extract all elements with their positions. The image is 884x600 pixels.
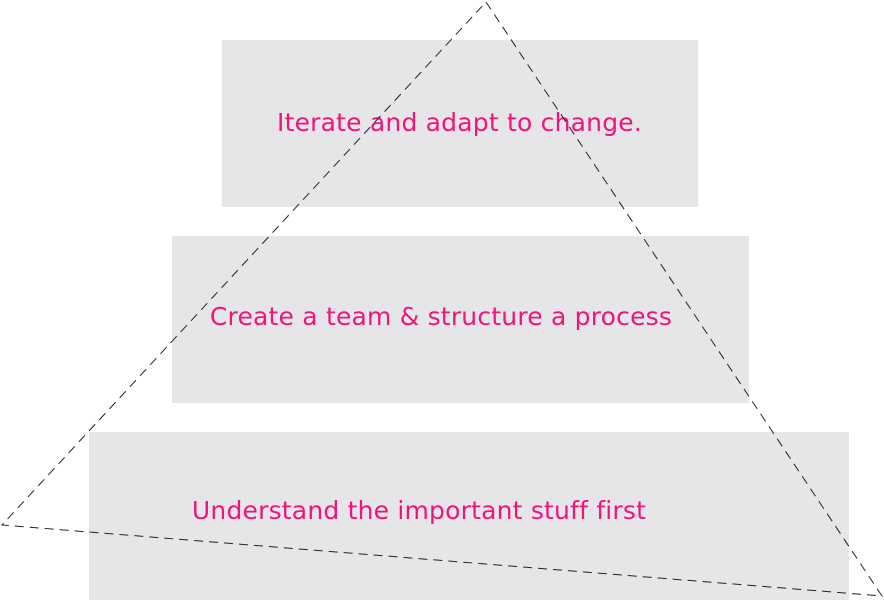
tier-label-bottom: Understand the important stuff first — [191, 495, 647, 525]
tier-label-middle: Create a team & structure a process — [209, 302, 673, 331]
pyramid-tier-middle: Create a team & structure a process — [172, 236, 749, 403]
tier-label-top: Iterate and adapt to change. — [277, 107, 642, 137]
pyramid-tier-bottom: Understand the important stuff first — [89, 432, 849, 600]
pyramid-tier-top: Iterate and adapt to change. — [222, 40, 698, 207]
